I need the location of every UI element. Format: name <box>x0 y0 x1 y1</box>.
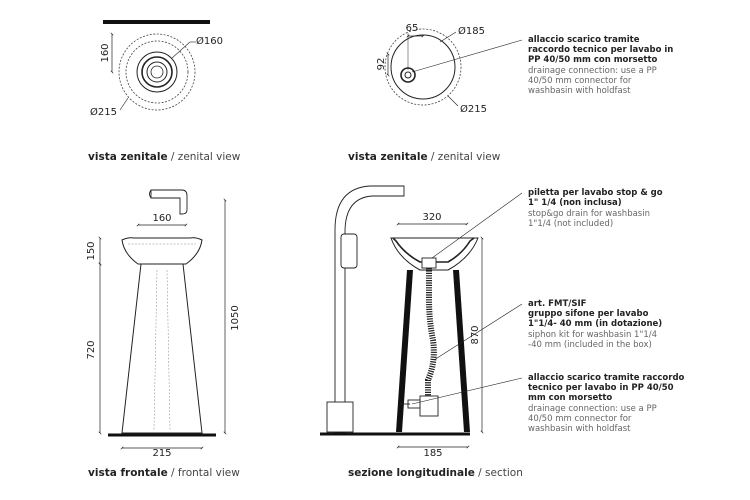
svg-text:washbasin with holdfast: washbasin with holdfast <box>528 424 631 434</box>
dim-1050: 1050 <box>230 305 241 330</box>
column-wall-left <box>396 270 413 432</box>
dim-185-base: 185 <box>423 448 442 459</box>
dim-215-diameter: Ø215 <box>460 103 487 115</box>
dim-720: 720 <box>86 340 97 359</box>
svg-text:art. FMT/SIF: art. FMT/SIF <box>528 299 587 309</box>
basin <box>121 237 203 265</box>
dim-160-diameter: Ø160 <box>196 35 223 47</box>
dim-65: 65 <box>406 23 419 34</box>
svg-text:drainage connection: use a PP: drainage connection: use a PP <box>528 404 657 414</box>
svg-text:1"1/4- 40 mm (in dotazione): 1"1/4- 40 mm (in dotazione) <box>528 319 662 329</box>
svg-text:tecnico per lavabo in PP 40/50: tecnico per lavabo in PP 40/50 <box>528 383 674 393</box>
svg-text:stop&go drain for washbasin: stop&go drain for washbasin <box>528 209 650 219</box>
svg-text:washbasin with holdfast: washbasin with holdfast <box>528 86 631 96</box>
drain-circle <box>150 65 164 79</box>
dim-215-base: 215 <box>152 448 171 459</box>
floor-standing-faucet <box>334 185 405 433</box>
dim-92: 92 <box>376 58 387 71</box>
faucet <box>150 189 188 215</box>
dim-320: 320 <box>422 212 441 223</box>
caption-bottom-left: vista frontale / frontal view <box>88 467 240 479</box>
note-drain-bottom: allaccio scarico tramite raccordo tecnic… <box>528 373 685 434</box>
note-stop-go: piletta per lavabo stop & go 1" 1/4 (non… <box>528 188 663 229</box>
frontal-view: 160 215 150 720 1050 <box>86 189 241 459</box>
caption-top-left: vista zenitale / zenital view <box>88 151 241 163</box>
dim-160-depth: 160 <box>100 43 111 62</box>
svg-text:drainage connection: use a PP: drainage connection: use a PP <box>528 66 657 76</box>
drain-hole <box>400 67 416 83</box>
siphon-pipe <box>425 268 437 398</box>
svg-text:1"1/4 (not included): 1"1/4 (not included) <box>528 219 613 229</box>
svg-text:gruppo sifone per lavabo: gruppo sifone per lavabo <box>528 309 649 319</box>
basin-rim <box>136 51 178 93</box>
svg-text:40/50 mm connector for: 40/50 mm connector for <box>528 76 632 86</box>
svg-text:siphon kit for washbasin 1"1/4: siphon kit for washbasin 1"1/4 <box>528 330 657 340</box>
outer-circle <box>118 33 196 111</box>
dim-150: 150 <box>86 241 97 260</box>
svg-text:PP 40/50 mm con morsetto: PP 40/50 mm con morsetto <box>528 55 658 65</box>
stop-go-drain <box>421 257 437 269</box>
note-drain-top: allaccio scarico tramite raccordo tecnic… <box>528 35 673 96</box>
dim-160-basin: 160 <box>152 213 171 224</box>
basin-rim <box>390 34 456 100</box>
svg-text:piletta per lavabo stop & go: piletta per lavabo stop & go <box>528 188 663 198</box>
caption-bottom-right: sezione longitudinale / section <box>348 467 523 479</box>
dim-185-diameter: Ø185 <box>458 25 485 37</box>
basin-section <box>390 237 479 271</box>
section-view: 320 185 870 <box>320 185 523 459</box>
svg-text:allaccio scarico tramite: allaccio scarico tramite <box>528 35 640 45</box>
svg-text:40/50 mm connector for: 40/50 mm connector for <box>528 414 632 424</box>
caption-top-right: vista zenitale / zenital view <box>348 151 501 163</box>
siphon-body <box>419 395 439 417</box>
column-wall-right <box>453 270 470 432</box>
svg-text:mm con morsetto: mm con morsetto <box>528 393 612 403</box>
svg-text:-40 mm (included in the box): -40 mm (included in the box) <box>528 340 652 350</box>
svg-text:1" 1/4 (non inclusa): 1" 1/4 (non inclusa) <box>528 198 622 208</box>
svg-text:raccordo tecnico per lavabo in: raccordo tecnico per lavabo in <box>528 45 673 55</box>
svg-text:allaccio scarico tramite racco: allaccio scarico tramite raccordo <box>528 373 685 383</box>
outer-circle <box>384 28 462 106</box>
zenital-view-left: 160 Ø160 Ø215 <box>90 20 223 118</box>
note-siphon: art. FMT/SIF gruppo sifone per lavabo 1"… <box>528 299 662 350</box>
pedestal-column <box>121 263 203 434</box>
dim-870: 870 <box>470 325 481 344</box>
zenital-view-right: 65 92 Ø185 Ø215 <box>376 23 523 115</box>
dim-215-diameter: Ø215 <box>90 106 117 118</box>
